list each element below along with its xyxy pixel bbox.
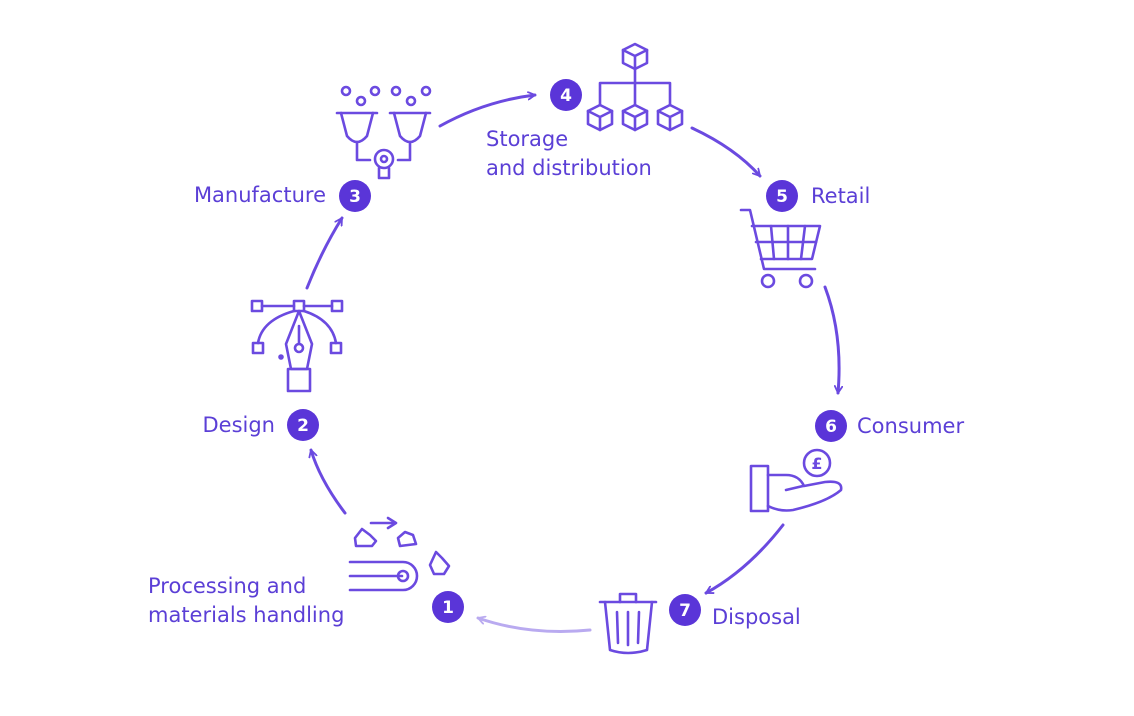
stage-3-badge: 3: [339, 180, 371, 212]
stage-7-label: Disposal: [712, 605, 801, 629]
stage-4-label-line-2: and distribution: [486, 156, 652, 180]
stage-1-badge: 1: [432, 591, 464, 623]
shopping-cart-icon: [739, 208, 822, 289]
stage-2-badge: 2: [287, 409, 319, 441]
stage-7-badge: 7: [669, 594, 701, 626]
arrow-5-to-6: [823, 285, 839, 395]
stage-1-label-line-1: Processing and: [148, 574, 306, 598]
factory-machine-icon: [335, 85, 432, 180]
svg-text:1: 1: [442, 598, 454, 618]
stage-4-badge: 4: [550, 79, 582, 111]
stage-2-label: Design: [202, 413, 275, 437]
arrow-7-to-1: [476, 618, 592, 633]
svg-text:6: 6: [825, 417, 837, 437]
coin-symbol: £: [811, 454, 822, 473]
arrow-6-to-7: [704, 523, 785, 595]
arrow-1-to-2: [311, 448, 347, 515]
pen-tool-icon: [250, 299, 344, 393]
stage-5-badge: 5: [766, 180, 798, 212]
svg-text:5: 5: [776, 187, 788, 207]
arrow-3-to-4: [438, 95, 537, 128]
stage-4-label-line-1: Storage: [486, 127, 568, 151]
stage-1-label-line-2: materials handling: [148, 603, 344, 627]
conveyor-icon: [348, 516, 451, 592]
svg-text:4: 4: [560, 86, 572, 106]
distribution-boxes-icon: [586, 42, 684, 132]
stage-3-label: Manufacture: [194, 183, 326, 207]
arrow-4-to-5: [690, 126, 762, 178]
svg-text:3: 3: [349, 187, 361, 207]
svg-text:2: 2: [297, 416, 309, 436]
hand-coin-icon: [749, 448, 843, 513]
trash-bin-icon: [598, 592, 658, 655]
stage-6-badge: 6: [815, 410, 847, 442]
arrow-2-to-3: [305, 216, 344, 290]
svg-text:7: 7: [679, 601, 691, 621]
cycle-arrows: [305, 95, 839, 633]
stage-5-label: Retail: [811, 184, 870, 208]
stage-6-label: Consumer: [857, 414, 964, 438]
stage-labels: Processing and materials handling Design…: [148, 127, 964, 629]
stage-badges: 1 2 3 4 5 6 7: [287, 79, 847, 626]
